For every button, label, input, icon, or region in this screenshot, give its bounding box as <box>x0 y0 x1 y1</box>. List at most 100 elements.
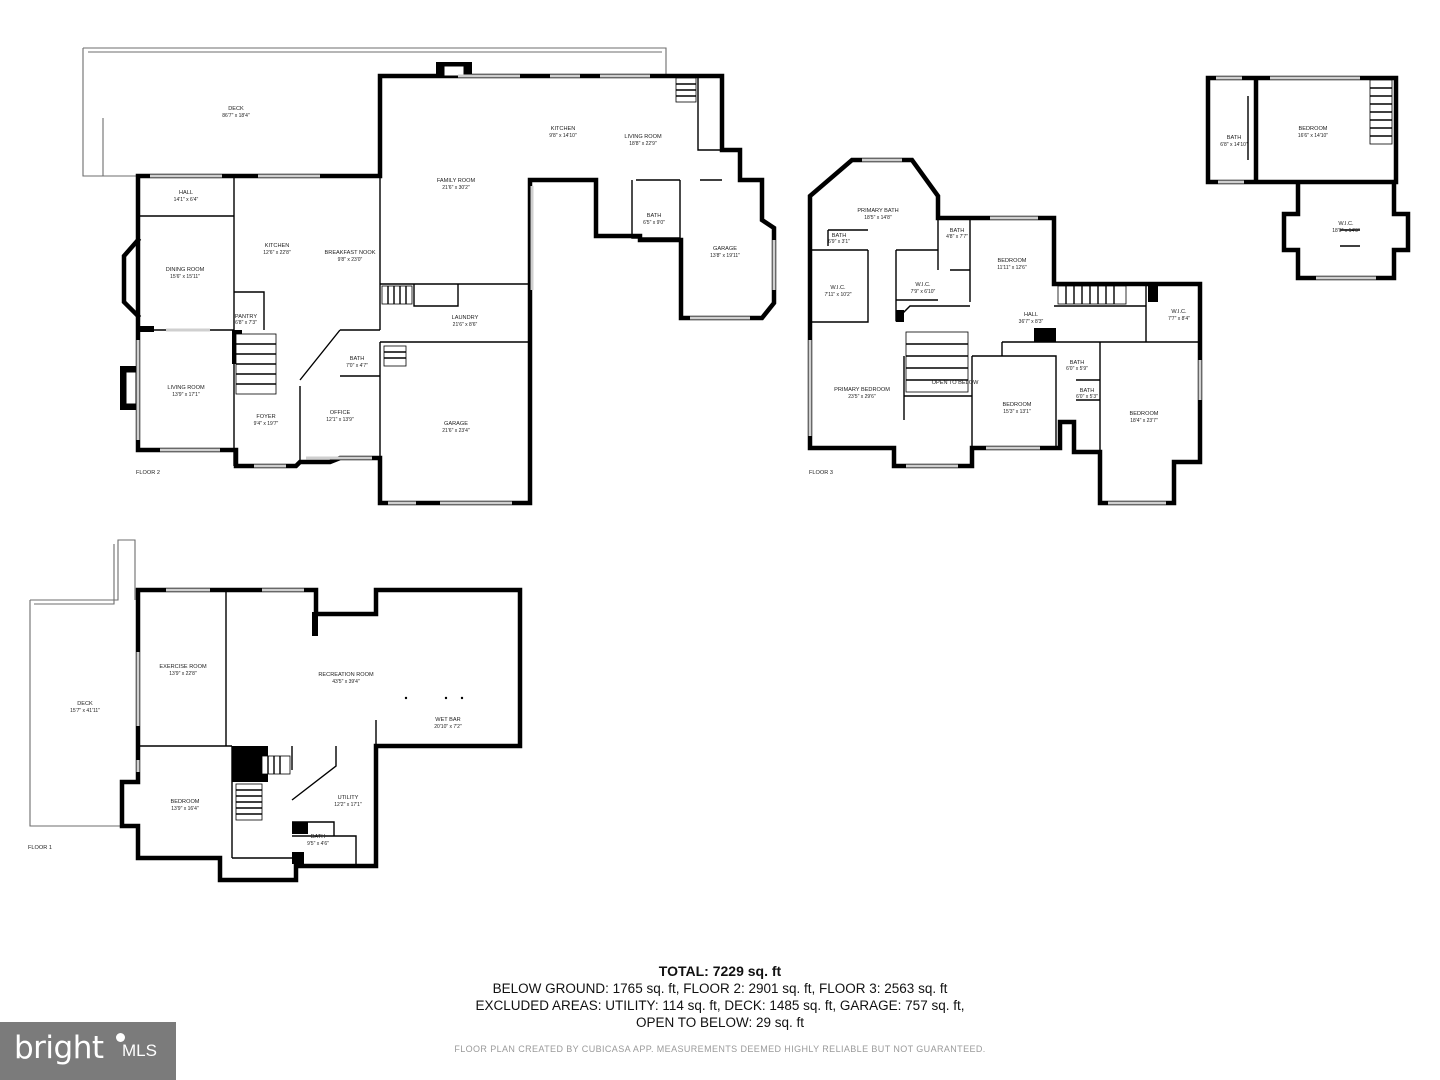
room-label-wic-1: W.I.C. <box>830 285 846 291</box>
room-dims-bath-lower: 9'5" x 4'6" <box>307 841 329 847</box>
room-label-foyer: FOYER <box>256 414 275 420</box>
room-dims-laundry: 21'6" x 8'6" <box>453 322 478 328</box>
room-label-bath-3a: BATH <box>1070 360 1085 366</box>
room-label-recreation-room: RECREATION ROOM <box>318 672 374 678</box>
room-label-garage: GARAGE <box>444 421 468 427</box>
floor-3-label: FLOOR 3 <box>809 470 833 476</box>
room-dims-kitchen-east: 9'8" x 14'10" <box>549 133 577 139</box>
room-dims-bath-hall-3: 4'8" x 7'7" <box>946 234 968 240</box>
room-label-bath-east: BATH <box>647 213 662 219</box>
logo-dot-icon <box>116 1033 125 1042</box>
room-dims-wic-2: 7'9" x 6'10" <box>911 289 936 295</box>
logo-suffix-text: MLS <box>122 1041 157 1060</box>
room-dims-bath-3a: 6'0" x 5'9" <box>1066 366 1088 372</box>
room-label-bedroom-north: BEDROOM <box>998 258 1027 264</box>
floor-3-plan: FLOOR 3 PRIMARY BATH 18'5" x 14'8" BATH … <box>807 157 1203 506</box>
room-dims-primary-bath: 18'5" x 14'8" <box>864 215 892 221</box>
area-summary: TOTAL: 7229 sq. ft BELOW GROUND: 1765 sq… <box>380 963 1060 1031</box>
room-label-wic-upper: W.I.C. <box>1338 221 1354 227</box>
room-dims-garage-east: 13'8" x 19'11" <box>710 253 740 259</box>
floor-1-wall-block-3 <box>292 852 304 864</box>
area-total: TOTAL: 7229 sq. ft <box>658 963 782 979</box>
floor-3-wall-block <box>1148 284 1158 302</box>
room-dims-hall-3: 36'7" x 8'3" <box>1019 319 1044 325</box>
upper-level-stairs <box>1369 79 1393 145</box>
room-dims-pantry: 6'8" x 7'3" <box>235 320 257 326</box>
room-label-bath-hall-3: BATH <box>950 228 965 234</box>
floor-2-plan: FLOOR 2 DECK 86'7" x 18'4" HALL 14'1" x … <box>82 47 777 506</box>
floor-3-windows <box>808 158 1202 505</box>
area-open-to-below: OPEN TO BELOW: 29 sq. ft <box>635 1015 805 1030</box>
room-label-bedroom-upper: BEDROOM <box>1299 126 1328 132</box>
room-dims-garage: 21'6" x 23'4" <box>442 428 470 434</box>
floor-1-plan: FLOOR 1 DECK 15'7" x 41'11" EXERCISE ROO… <box>28 539 523 883</box>
room-dims-bath-east: 6'5" x 9'0" <box>643 220 665 226</box>
room-label-kitchen: KITCHEN <box>265 243 290 249</box>
room-dims-wic-upper: 18'0" x 14'0" <box>1332 228 1360 234</box>
room-label-exercise-room: EXERCISE ROOM <box>159 664 207 670</box>
room-label-office: OFFICE <box>330 410 351 416</box>
floor-3-chimney <box>1034 328 1056 342</box>
room-dims-wic-1: 7'11" x 10'2" <box>824 292 851 298</box>
room-dims-bath-hall: 7'0" x 4'7" <box>346 363 368 369</box>
floor-1-interior-walls <box>138 590 377 866</box>
room-dims-breakfast-nook: 9'8" x 23'0" <box>338 257 363 263</box>
room-label-bath-hall: BATH <box>350 356 365 362</box>
room-label-wic-2: W.I.C. <box>915 282 931 288</box>
floor-2-bay-window <box>121 236 142 320</box>
room-label-laundry: LAUNDRY <box>452 315 479 321</box>
room-label-bath-lower: BATH <box>311 834 326 840</box>
room-label-bath-small: BATH <box>832 233 847 239</box>
room-label-primary-bath: PRIMARY BATH <box>857 208 898 214</box>
room-dims-bath-small: 6'9" x 3'1" <box>828 239 850 245</box>
room-dims-utility: 12'2" x 17'1" <box>334 802 362 808</box>
floor-2-fireplace-inner <box>125 371 137 405</box>
floor-1-deck-outline <box>29 539 136 827</box>
room-dims-living-room: 13'9" x 17'1" <box>172 392 200 398</box>
floor-2-windows <box>136 74 776 505</box>
floor-1-stairs <box>235 755 291 821</box>
logo-brand-text: bright <box>14 1030 104 1066</box>
room-label-bedroom-lower: BEDROOM <box>171 799 200 805</box>
room-dims-family-room: 21'6" x 30'2" <box>442 185 470 191</box>
room-label-bedroom-center: BEDROOM <box>1003 402 1032 408</box>
room-dims-kitchen: 12'6" x 22'8" <box>263 250 291 256</box>
floor-1-deck-rail <box>34 544 115 605</box>
floor-1-exterior-walls <box>119 587 523 883</box>
floor-3-wall-block-2 <box>896 310 904 322</box>
room-label-bath-upper: BATH <box>1227 135 1242 141</box>
room-label-wic-3: W.I.C. <box>1171 309 1187 315</box>
area-breakdown-floors: BELOW GROUND: 1765 sq. ft, FLOOR 2: 2901… <box>492 981 948 996</box>
floor-1-wall-block <box>312 612 318 636</box>
room-label-hall-3: HALL <box>1024 312 1038 318</box>
bright-mls-logo: bright MLS <box>0 1022 176 1080</box>
floor-2-label: FLOOR 2 <box>136 470 160 476</box>
room-label-pantry: PANTRY <box>235 314 257 320</box>
room-dims-living-room-east: 18'8" x 22'9" <box>629 141 657 147</box>
floor-1-wet-bar-fixtures <box>404 696 464 700</box>
room-dims-primary-bedroom: 23'5" x 29'6" <box>848 394 876 400</box>
room-label-wet-bar: WET BAR <box>435 717 460 723</box>
room-dims-bedroom-east: 18'4" x 23'7" <box>1130 418 1158 424</box>
room-label-bedroom-east: BEDROOM <box>1130 411 1159 417</box>
floor-2-stairs <box>235 77 697 395</box>
area-excluded: EXCLUDED AREAS: UTILITY: 114 sq. ft, DEC… <box>475 998 965 1013</box>
room-label-living-room-east: LIVING ROOM <box>624 134 662 140</box>
room-label-garage-east: GARAGE <box>713 246 737 252</box>
room-dims-bedroom-upper: 16'6" x 14'10" <box>1298 133 1328 139</box>
floor-3-stairs <box>905 285 1127 393</box>
room-dims-bedroom-lower: 13'9" x 16'4" <box>171 806 199 812</box>
room-dims-hall: 14'1" x 6'4" <box>174 197 199 203</box>
floor-plan-disclaimer: FLOOR PLAN CREATED BY CUBICASA APP. MEAS… <box>454 1044 986 1054</box>
room-dims-deck: 86'7" x 18'4" <box>222 113 250 119</box>
floor-1-label: FLOOR 1 <box>28 845 52 851</box>
room-label-deck: DECK <box>228 106 244 112</box>
floor-1-wall-block-2 <box>292 822 308 834</box>
floor-2-chimney-inner <box>443 65 465 77</box>
room-label-primary-bedroom: PRIMARY BEDROOM <box>834 387 890 393</box>
room-label-deck-lower: DECK <box>77 701 93 707</box>
room-dims-foyer: 9'4" x 19'7" <box>254 421 279 427</box>
upper-level-plan: BATH 6'8" x 14'10" BEDROOM 16'6" x 14'10… <box>1205 75 1411 281</box>
room-label-open-to-below: OPEN TO BELOW <box>932 380 979 386</box>
floor-2-wall-block <box>136 326 154 332</box>
